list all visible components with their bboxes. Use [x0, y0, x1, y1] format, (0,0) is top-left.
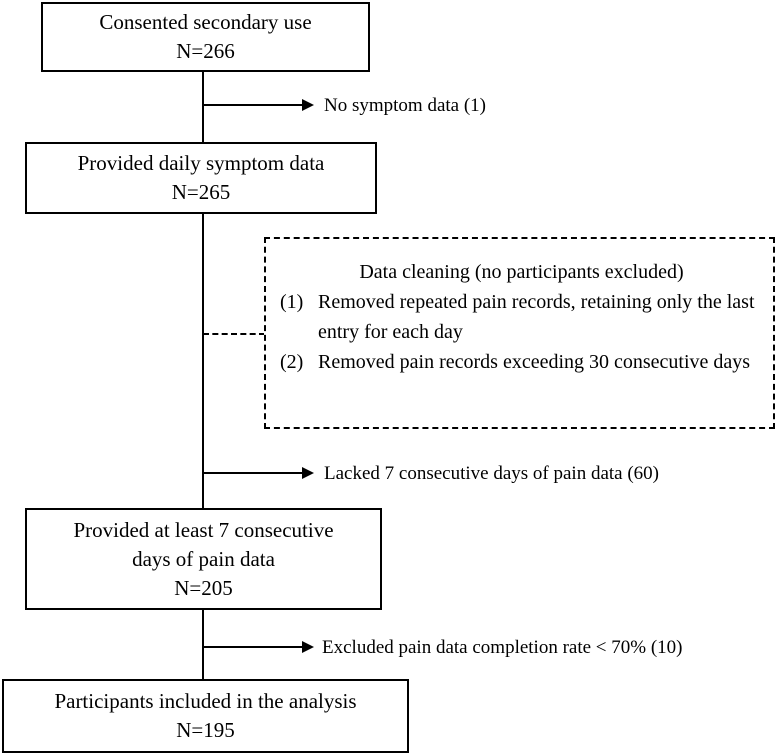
box-provided-symptom-n: N=265	[171, 180, 231, 204]
main-flow-line	[202, 70, 204, 680]
data-cleaning-item-2-num: (2)	[280, 351, 304, 373]
box-provided-symptom-label: Provided daily symptom data	[77, 151, 325, 175]
arrow-lacked-days-head	[302, 467, 314, 479]
box-included-n: N=195	[176, 718, 235, 742]
exclusion-no-symptom: No symptom data (1)	[324, 95, 487, 116]
box-provided-pain: Provided at least 7 consecutive days of …	[25, 508, 382, 610]
data-cleaning-item-2: (2) Removed pain records exceeding 30 co…	[280, 347, 763, 377]
exclusion-completion-rate: Excluded pain data completion rate < 70%…	[322, 637, 683, 658]
data-cleaning-title: Data cleaning (no participants excluded)	[359, 261, 684, 283]
data-cleaning-item-1: (1) Removed repeated pain records, retai…	[280, 287, 763, 347]
box-consented: Consented secondary use N=266	[41, 2, 370, 72]
box-included: Participants included in the analysis N=…	[2, 679, 409, 753]
arrow-completion-rate-head	[302, 641, 314, 653]
arrow-completion-rate-line	[203, 646, 303, 648]
data-cleaning-item-1-text: Removed repeated pain records, retaining…	[318, 291, 755, 343]
arrow-no-symptom-line	[203, 104, 303, 106]
arrow-no-symptom-head	[302, 99, 314, 111]
box-provided-symptom: Provided daily symptom data N=265	[25, 142, 377, 214]
box-provided-pain-label-line1: Provided at least 7 consecutive	[73, 517, 334, 542]
data-cleaning-box: Data cleaning (no participants excluded)…	[264, 237, 775, 429]
box-provided-pain-n: N=205	[174, 575, 233, 600]
box-consented-n: N=266	[176, 39, 235, 63]
cleaning-connector	[203, 333, 265, 335]
exclusion-lacked-days: Lacked 7 consecutive days of pain data (…	[324, 463, 660, 484]
data-cleaning-item-2-text: Removed pain records exceeding 30 consec…	[318, 351, 751, 373]
data-cleaning-item-1-num: (1)	[280, 291, 304, 313]
box-provided-pain-label-line2: days of pain data	[132, 546, 275, 571]
box-consented-label: Consented secondary use	[99, 10, 312, 34]
box-included-label: Participants included in the analysis	[54, 689, 357, 713]
arrow-lacked-days-line	[203, 472, 303, 474]
